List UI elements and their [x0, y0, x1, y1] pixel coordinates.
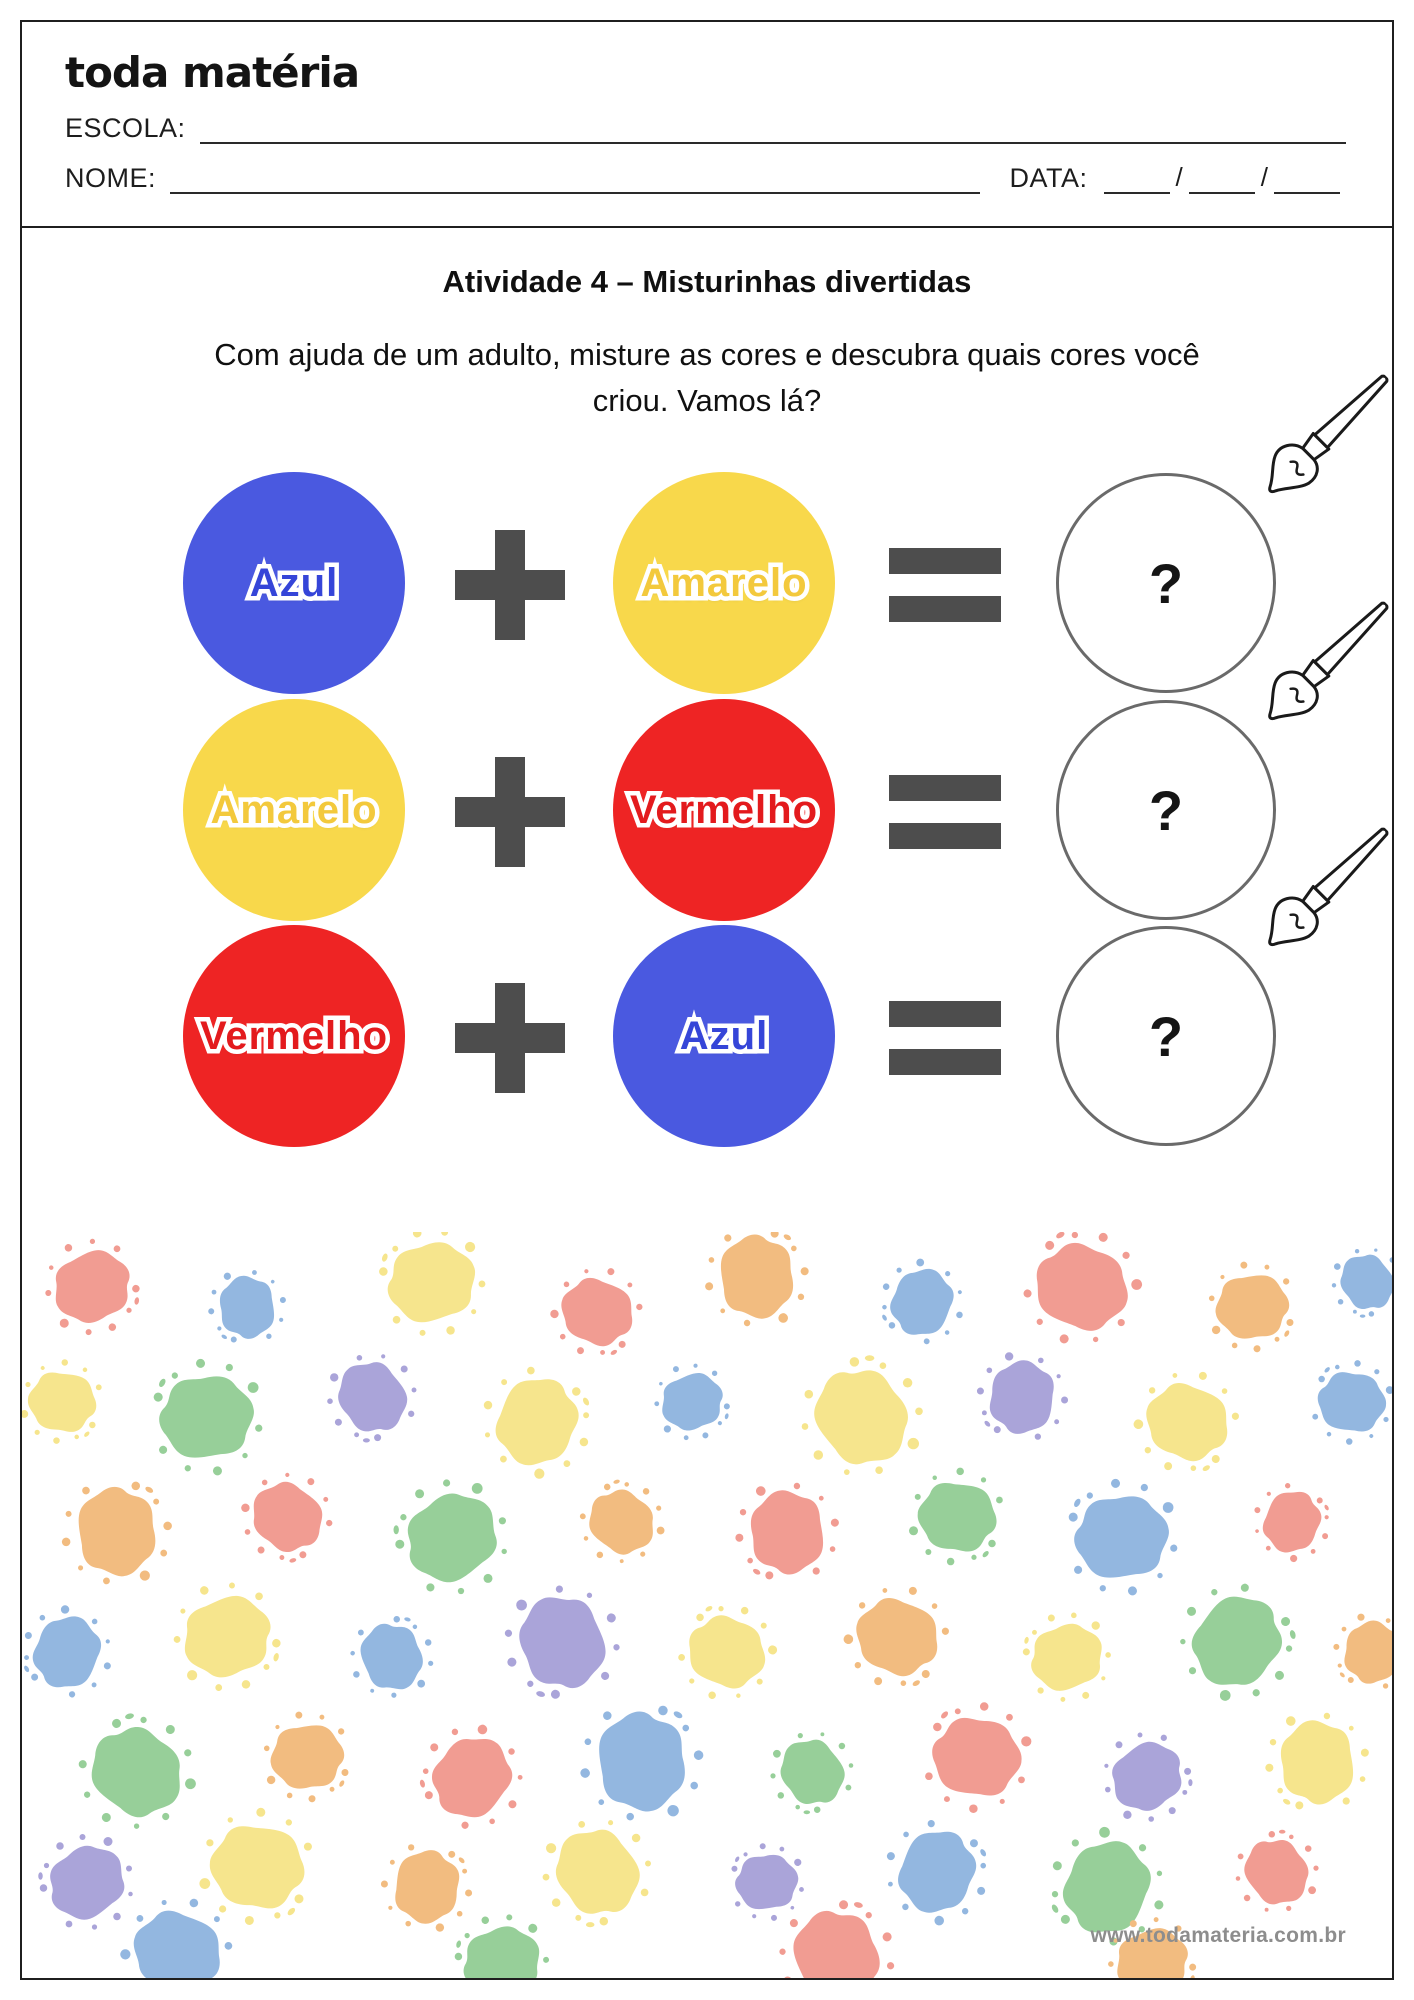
- date-separator: /: [1175, 162, 1183, 192]
- color-circle-vermelho: Vermelho Vermelho: [183, 925, 405, 1147]
- date-label: DATA:: [1009, 163, 1088, 193]
- color-circle-label: Amarelo: [640, 561, 808, 605]
- mix-row-2: Amarelo Amarelo Vermelho Vermelho ?: [22, 585, 1392, 927]
- color-circle-label-outline: Azul: [675, 1010, 771, 1063]
- color-circle-label: Vermelho: [629, 788, 819, 832]
- color-circle-label-outline: Amarelo: [636, 557, 811, 610]
- paint-splatter-decoration: [22, 1232, 1392, 1978]
- color-circle-label: Azul: [679, 1014, 769, 1058]
- color-circle-label-outline: Vermelho: [625, 784, 821, 837]
- color-circle-amarelo: Amarelo Amarelo: [613, 472, 835, 694]
- name-date-row: NOME: DATA: / /: [65, 160, 1346, 194]
- plus-icon: [455, 530, 565, 640]
- question-mark: ?: [1148, 778, 1184, 842]
- instructions-line-1: Com ajuda de um adulto, misture as cores…: [214, 337, 1200, 372]
- plus-icon: [455, 757, 565, 867]
- plus-icon: [455, 983, 565, 1093]
- date-month-line[interactable]: [1188, 160, 1255, 194]
- color-circle-label-outline: Vermelho: [195, 1010, 391, 1063]
- color-circle-label: Amarelo: [210, 788, 378, 832]
- instructions-line-2: criou. Vamos lá?: [592, 383, 822, 418]
- school-input-line[interactable]: [199, 110, 1346, 144]
- color-circle-label: Vermelho: [199, 1014, 389, 1058]
- mix-row-3: Vermelho Vermelho Azul Azul ?: [22, 811, 1392, 1153]
- name-input-line[interactable]: [170, 160, 980, 194]
- header: toda matéria ESCOLA: NOME: DATA: / /: [22, 22, 1392, 228]
- page-border: toda matéria ESCOLA: NOME: DATA: / / Ati…: [20, 20, 1394, 1980]
- brand-logo: toda matéria: [65, 48, 360, 97]
- date-separator: /: [1260, 162, 1268, 192]
- color-circle-label: Azul: [249, 561, 339, 605]
- activity-title: Atividade 4 – Misturinhas divertidas: [442, 264, 972, 299]
- name-label: NOME:: [65, 163, 157, 193]
- equals-icon: [889, 548, 1001, 622]
- activity-instructions: Com ajuda de um adulto, misture as cores…: [22, 332, 1392, 424]
- equals-icon: [889, 775, 1001, 849]
- result-circle-2[interactable]: ?: [1056, 700, 1276, 920]
- result-circle-3[interactable]: ?: [1056, 926, 1276, 1146]
- color-circle-amarelo: Amarelo Amarelo: [183, 699, 405, 921]
- color-circle-vermelho: Vermelho Vermelho: [613, 699, 835, 921]
- date-year-line[interactable]: [1274, 160, 1340, 194]
- date-day-line[interactable]: [1103, 160, 1170, 194]
- question-mark: ?: [1148, 551, 1184, 615]
- color-circle-azul: Azul Azul: [613, 925, 835, 1147]
- mix-row-1: Azul Azul Amarelo Amarelo ?: [22, 358, 1392, 700]
- school-row: ESCOLA:: [65, 110, 1346, 144]
- color-circle-label-outline: Amarelo: [206, 784, 381, 837]
- footer-url: www.todamateria.com.br: [1090, 1924, 1346, 1947]
- equals-icon: [889, 1001, 1001, 1075]
- question-mark: ?: [1148, 1004, 1184, 1068]
- color-circle-azul: Azul Azul: [183, 472, 405, 694]
- result-circle-1[interactable]: ?: [1056, 473, 1276, 693]
- color-circle-label-outline: Azul: [245, 557, 341, 610]
- school-label: ESCOLA:: [65, 113, 186, 143]
